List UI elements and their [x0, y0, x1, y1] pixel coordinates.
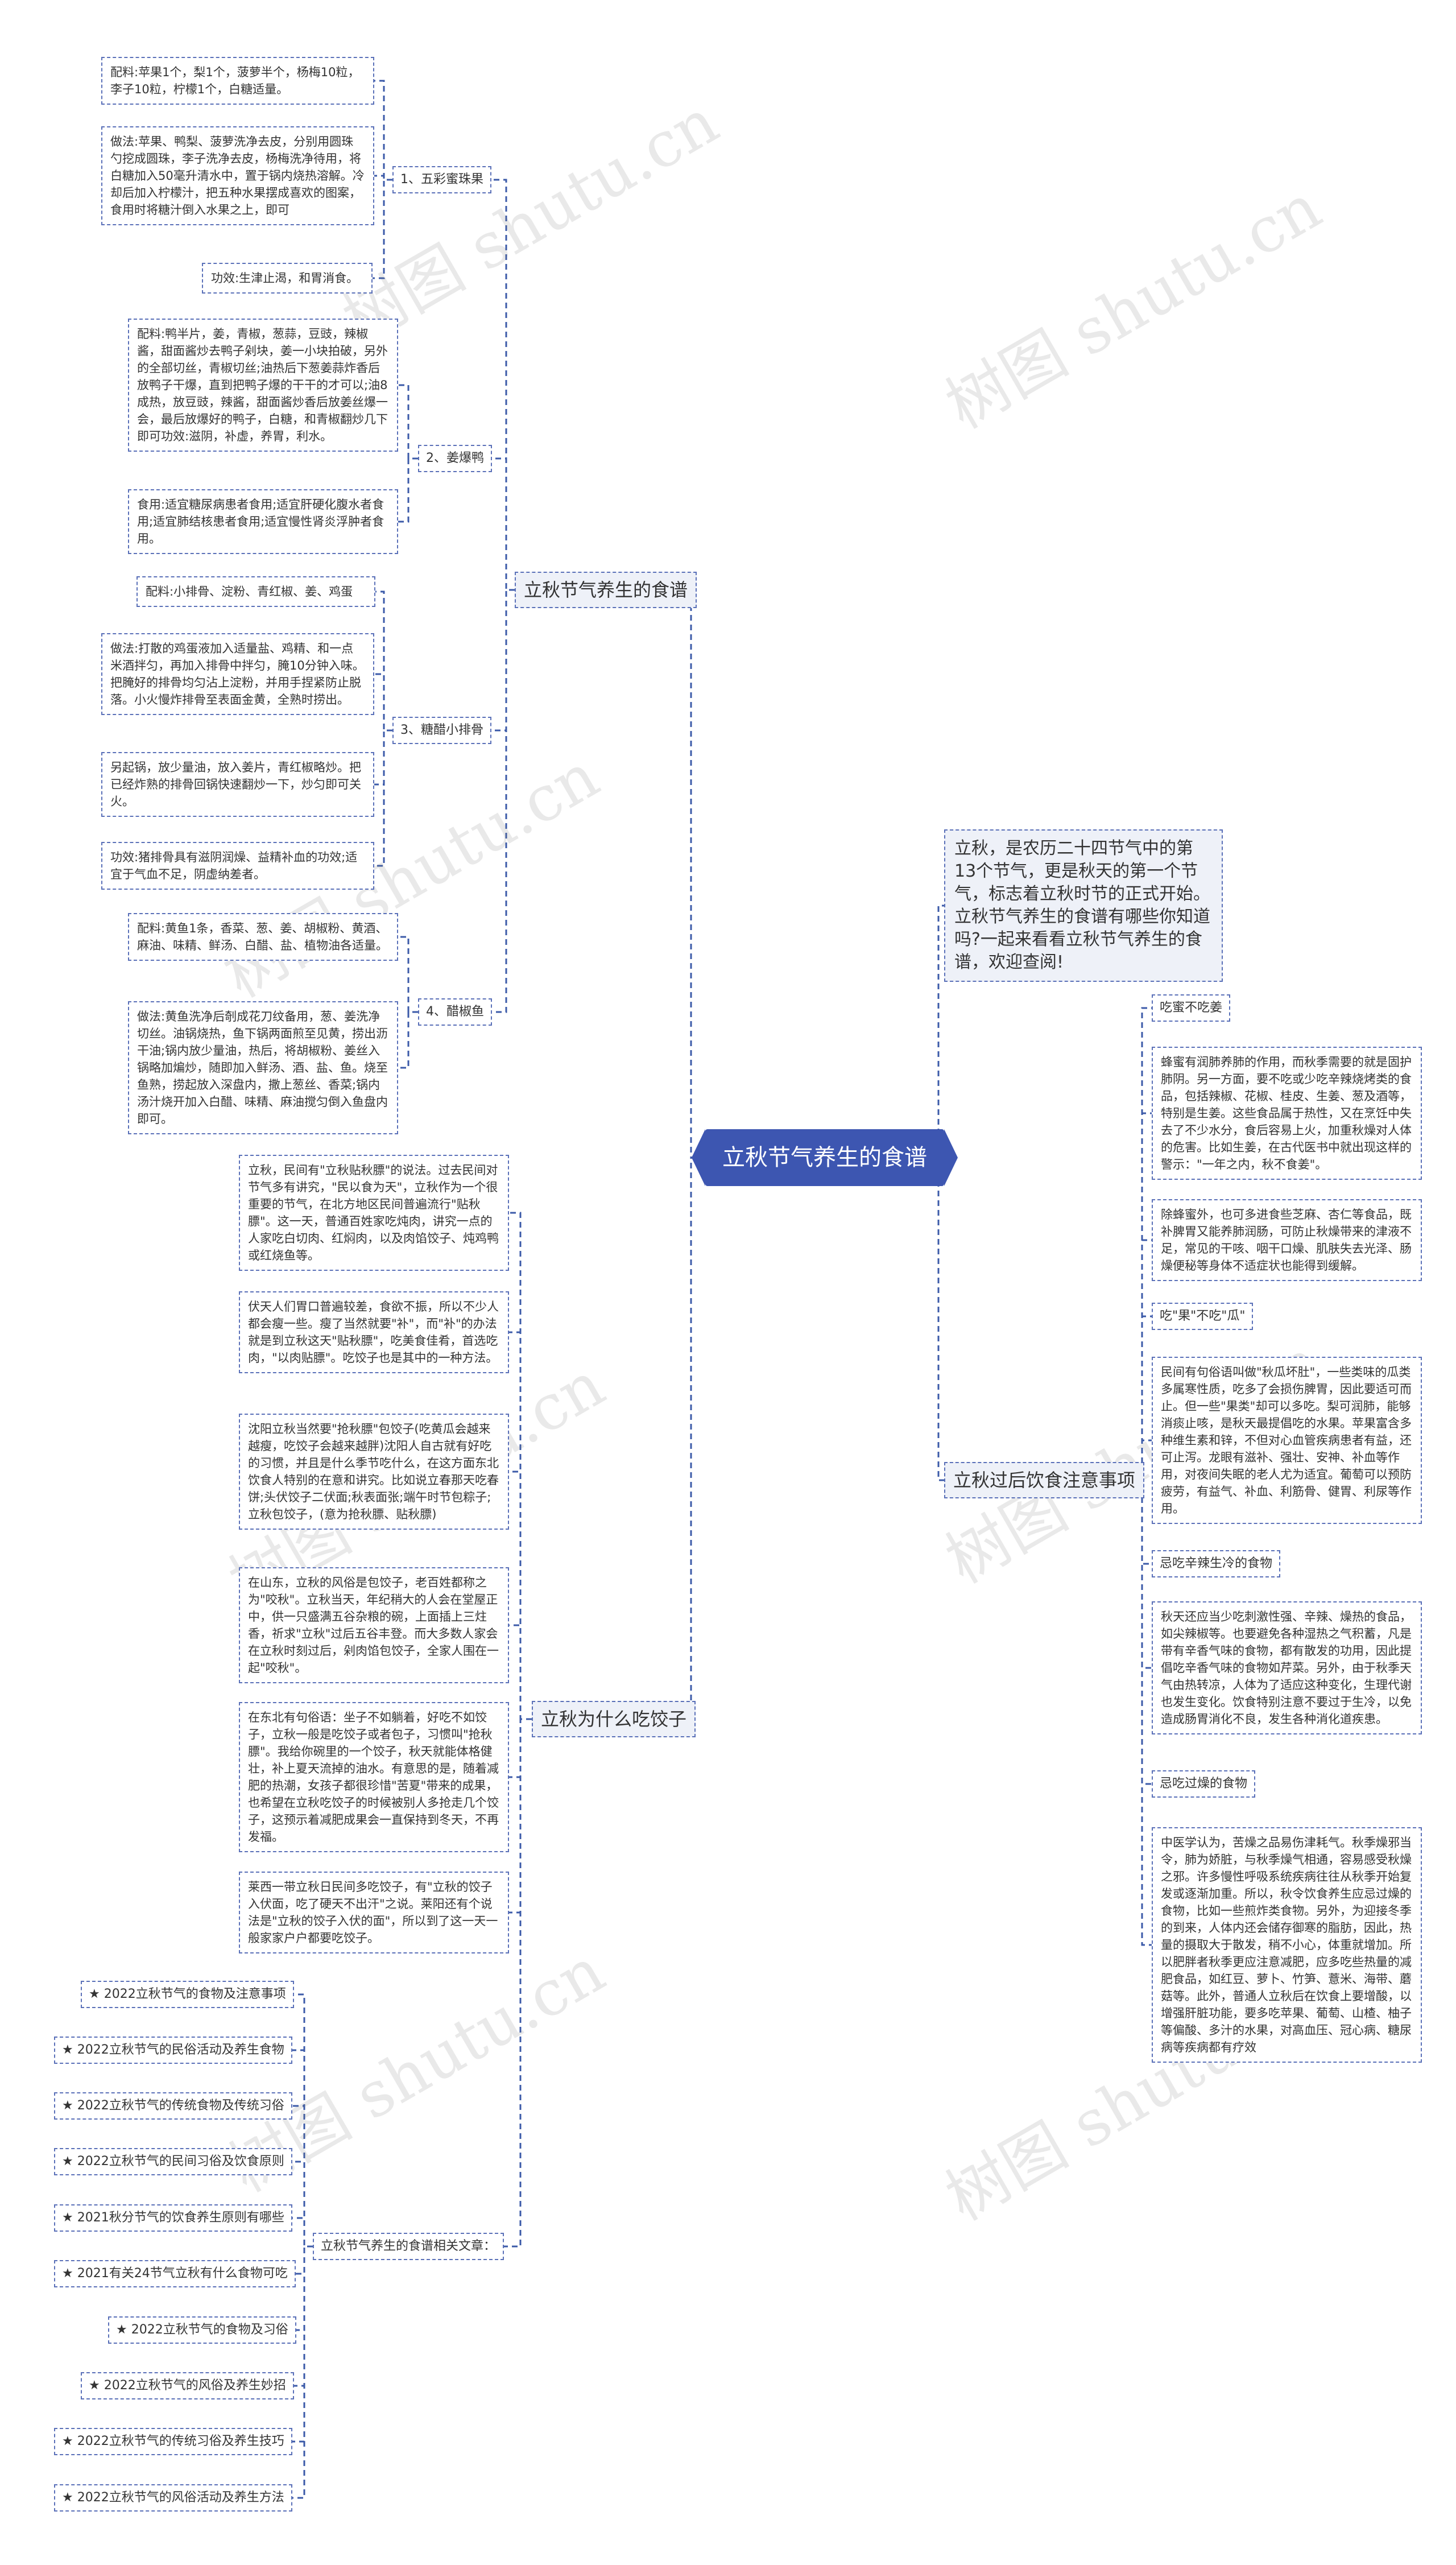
connector: [1141, 1315, 1152, 1481]
recipe-detail: 配料:黄鱼1条，香菜、葱、姜、胡椒粉、黄酒、麻油、味精、鲜汤、白醋、盐、植物油各…: [128, 913, 398, 961]
recipe-detail: 做法:打散的鸡蛋液加入适量盐、鸡精、和一点米酒拌匀，再加入排骨中拌匀，腌10分钟…: [101, 633, 374, 715]
recipe-detail: 功效:猪排骨具有滋阴润燥、益精补血的功效;适宜于气血不足，阴虚纳差者。: [101, 842, 374, 890]
dumpling-paragraph: 在山东，立秋的风俗是包饺子，老百姓都称之为"咬秋"。立秋当天，年纪稍大的人会在堂…: [239, 1567, 509, 1683]
connector: [1141, 1479, 1152, 1785]
diet-detail: 中医学认为，苦燥之品易伤津耗气。秋季燥邪当令，肺为娇脏，与秋季燥气相通，容易感受…: [1152, 1827, 1422, 2063]
connector: [690, 589, 705, 1159]
connector: [398, 1011, 418, 1069]
diet-detail: 除蜂蜜外，也可多进食些芝麻、杏仁等食品，既补脾胃又能养肺润肠，可防止秋燥带来的津…: [1152, 1199, 1422, 1281]
diet-detail: 蜂蜜有润肺养肺的作用，而秋季需要的就是固护肺阴。另一方面，要不吃或少吃辛辣烧烤类…: [1152, 1047, 1422, 1180]
connector: [690, 1156, 705, 1720]
diet-detail: 民间有句俗语叫做"秋瓜坏肚"，一些类味的瓜类多属寒性质，吃多了会损伤脾胃，因此要…: [1152, 1357, 1422, 1524]
related-article-link[interactable]: ★ 2022立秋节气的民间习俗及饮食原则: [54, 2148, 292, 2175]
central-topic[interactable]: 立秋节气养生的食谱: [705, 1129, 944, 1186]
connector: [492, 457, 515, 591]
connector: [1141, 1112, 1152, 1481]
related-articles-heading[interactable]: 立秋节气养生的食谱相关文章：: [313, 2233, 504, 2260]
dumpling-paragraph: 沈阳立秋当然要"抢秋膘"包饺子(吃黄瓜会越来越瘦，吃饺子会越来越胖)沈阳人自古就…: [239, 1414, 509, 1530]
recipe-detail: 食用:适宜糖尿病患者食用;适宜肝硬化腹水者食用;适宜肺结核患者食用;适宜慢性肾炎…: [128, 489, 398, 554]
connector: [292, 2217, 313, 2248]
recipe-detail: 配料:鸭半片，姜，青椒，葱蒜，豆豉，辣椒酱，甜面酱炒去鸭子剁块，姜一小块拍破，另…: [128, 319, 398, 452]
recipe-detail: 配料:苹果1个，梨1个，菠萝半个，杨梅10粒，李子10粒，柠檬1个，白糖适量。: [101, 57, 374, 105]
branch-diet-notes[interactable]: 立秋过后饮食注意事项: [944, 1462, 1145, 1498]
connector: [1141, 1479, 1152, 1669]
connector: [491, 179, 515, 591]
connector: [292, 2245, 313, 2499]
connector: [937, 904, 944, 1159]
connector: [374, 80, 392, 181]
connector: [937, 1156, 944, 1481]
intro-box[interactable]: 立秋，是农历二十四节气中的第13个节气，更是秋天的第一个节气，标志着立秋时节的正…: [944, 829, 1223, 982]
recipe-detail: 功效:生津止渴，和胃消食。: [202, 263, 373, 294]
connector: [398, 936, 418, 1013]
connector: [398, 384, 418, 460]
connector: [1141, 1239, 1152, 1481]
diet-subtopic[interactable]: 吃"果"不吃"瓜": [1152, 1303, 1254, 1330]
related-article-link[interactable]: ★ 2022立秋节气的传统食物及传统习俗: [54, 2092, 292, 2120]
related-article-link[interactable]: ★ 2022立秋节气的风俗及养生妙招: [81, 2372, 294, 2399]
recipe-detail: 另起锅，放少量油，放入姜片，青红椒略炒。把已经炸熟的排骨回锅快速翻炒一下，炒匀即…: [101, 752, 374, 817]
dumpling-paragraph: 在东北有句俗语：坐子不如躺着，好吃不如饺子，立秋一般是吃饺子或者包子，习惯叫"抢…: [239, 1702, 509, 1852]
related-article-link[interactable]: ★ 2022立秋节气的传统习俗及养生技巧: [54, 2428, 292, 2455]
recipe-title[interactable]: 1、五彩蜜珠果: [392, 166, 491, 193]
diet-subtopic[interactable]: 忌吃辛辣生冷的食物: [1152, 1550, 1281, 1577]
diet-subtopic[interactable]: 吃蜜不吃姜: [1152, 994, 1231, 1022]
diet-detail: 秋天还应当少吃刺激性强、辛辣、燥热的食品，如尖辣椒等。也要避免各种湿热之气积蓄，…: [1152, 1601, 1422, 1734]
connector: [374, 673, 392, 732]
recipe-detail: 配料:小排骨、淀粉、青红椒、姜、鸡蛋: [136, 576, 375, 607]
connector: [509, 1624, 532, 1720]
dumpling-paragraph: 伏天人们胃口普遍较差，食欲不振，所以不少人都会瘦一些。瘦了当然就要"补"，而"补…: [239, 1291, 509, 1373]
connector: [373, 179, 392, 279]
connector: [292, 2161, 313, 2248]
related-article-link[interactable]: ★ 2022立秋节气的食物及习俗: [108, 2316, 296, 2344]
branch-recipes[interactable]: 立秋节气养生的食谱: [515, 572, 697, 608]
connector: [398, 457, 418, 523]
related-article-link[interactable]: ★ 2021有关24节气立秋有什么食物可吃: [54, 2260, 296, 2287]
recipe-title[interactable]: 4、醋椒鱼: [418, 998, 492, 1026]
connector: [491, 589, 515, 732]
connector: [1141, 1007, 1152, 1481]
connector: [292, 2105, 313, 2248]
recipe-detail: 做法:黄鱼洗净后剞成花刀纹备用，葱、姜洗净切丝。油锅烧热，鱼下锅两面煎至见黄，捞…: [128, 1001, 398, 1134]
recipe-title[interactable]: 3、糖醋小排骨: [392, 717, 491, 744]
related-article-link[interactable]: ★ 2022立秋节气的风俗活动及养生方法: [54, 2484, 292, 2512]
connector: [504, 1718, 532, 2248]
related-article-link[interactable]: ★ 2022立秋节气的食物及注意事项: [81, 1981, 294, 2008]
related-article-link[interactable]: ★ 2022立秋节气的民俗活动及养生食物: [54, 2037, 292, 2064]
connector: [1141, 1479, 1152, 1946]
branch-dumplings[interactable]: 立秋为什么吃饺子: [532, 1701, 696, 1737]
recipe-detail: 做法:苹果、鸭梨、菠萝洗净去皮，分别用圆珠勺挖成圆珠，李子洗净去皮，杨梅洗净待用…: [101, 126, 374, 225]
connector: [294, 1993, 313, 2248]
dumpling-paragraph: 莱西一带立秋日民间多吃饺子，有"立秋的饺子入伏面，吃了硬天不出汗"之说。莱阳还有…: [239, 1872, 509, 1953]
diet-subtopic[interactable]: 忌吃过燥的食物: [1152, 1770, 1256, 1798]
recipe-title[interactable]: 2、姜爆鸭: [418, 445, 492, 472]
connector: [374, 729, 392, 867]
connector: [292, 2049, 313, 2248]
dumpling-paragraph: 立秋，民间有"立秋贴秋膘"的说法。过去民间对节气多有讲究，"民以食为天"，立秋作…: [239, 1155, 509, 1271]
related-article-link[interactable]: ★ 2021秋分节气的饮食养生原则有哪些: [54, 2204, 292, 2232]
connector: [492, 589, 515, 1013]
connector: [374, 729, 392, 786]
